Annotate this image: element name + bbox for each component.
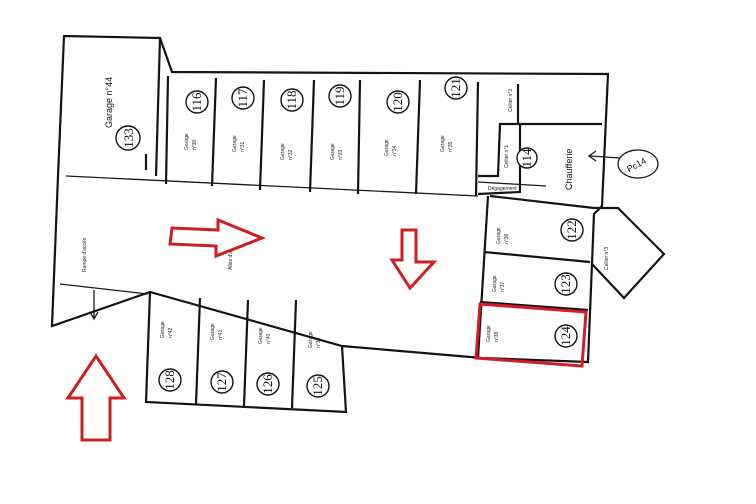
cellar-top-label: Cellier n°2 — [508, 89, 514, 112]
garage-number: 125 — [310, 376, 325, 396]
garage-number: 117 — [235, 88, 250, 108]
garage-sub: n°38 — [494, 331, 500, 342]
garage-number: 127 — [214, 372, 229, 392]
bottom-garages-row: 128 Garage n°42 127 Garage n°41 126 Gara… — [158, 297, 330, 409]
chaufferie-label: Chaufferie — [564, 149, 574, 190]
garage-120[interactable]: 120 Garage n°34 — [384, 90, 410, 156]
ramp-label: Rampe d'accès — [82, 237, 88, 272]
garage-label: Garage n°44 — [104, 77, 114, 128]
pc-marker — [617, 149, 659, 179]
garage-label: Garage — [440, 135, 446, 152]
cellar-block: Cellier n°2 114 Cellier n°1 Dégagement C… — [477, 84, 659, 196]
cellar-number: 114 — [519, 148, 534, 168]
garage-label: Garage — [160, 321, 166, 338]
garage-sub: n°41 — [218, 329, 224, 340]
garage-sub: n°32 — [288, 149, 294, 160]
garage-121[interactable]: 121 Garage n°35 — [440, 76, 468, 152]
garage-number: 128 — [162, 370, 177, 390]
garage-number: 120 — [390, 92, 405, 112]
garage-number: 123 — [558, 274, 573, 294]
garage-label: Garage — [258, 327, 264, 344]
garage-128[interactable]: 128 Garage n°42 — [158, 321, 182, 392]
garage-label: Garage — [384, 139, 390, 156]
garage-label: Garage — [210, 323, 216, 340]
arrow-down-icon — [389, 228, 438, 291]
garage-number: 118 — [284, 90, 299, 109]
garage-number: 119 — [332, 86, 347, 105]
pc-label: Pc14 — [625, 156, 648, 174]
garage-125[interactable]: 125 Garage n°39 — [306, 331, 330, 398]
top-garages-row: 116 Garage n°30 117 Garage n°31 118 Gara… — [164, 75, 480, 197]
garage-124-highlight — [474, 302, 588, 368]
garage-124[interactable]: 124 Garage n°38 — [486, 324, 578, 348]
garage-sub: n°40 — [266, 333, 272, 344]
garage-127[interactable]: 127 Garage n°41 — [210, 323, 234, 394]
garage-number: 124 — [558, 326, 573, 346]
degagement-label: Dégagement — [488, 186, 517, 192]
ramp-divider — [59, 283, 149, 295]
garage-118[interactable]: 118 Garage n°32 — [280, 88, 304, 160]
garage-label: Garage — [232, 135, 238, 152]
garage-sub: n°35 — [448, 141, 454, 152]
bottom-garages-back-wall — [144, 291, 348, 414]
garage-126[interactable]: 126 Garage n°40 — [256, 327, 280, 396]
cellar-right[interactable]: Cellier n°3 — [591, 206, 666, 300]
garage-number: 116 — [189, 92, 204, 112]
ramp-direction-arrow — [89, 290, 99, 321]
garage-label: Garage — [330, 143, 336, 160]
garage-number: 121 — [448, 78, 463, 98]
aisle-label: Allée d'accès — [228, 240, 234, 270]
garage-label: Garage — [184, 133, 190, 150]
cellar-right-label: Cellier n°3 — [604, 247, 610, 270]
garage-sub: n°31 — [240, 141, 246, 152]
cellar-label: Cellier n°1 — [504, 145, 510, 168]
garage-sub: n°39 — [316, 337, 322, 348]
pc-pointer-arrow — [587, 150, 621, 162]
garage-122[interactable]: 122 Garage n°36 — [496, 218, 584, 244]
garage-sub: n°30 — [192, 139, 198, 150]
cellar-114[interactable]: 114 Cellier n°1 — [504, 145, 538, 169]
ramp: Rampe d'accès — [82, 237, 99, 321]
garage-sub: n°36 — [504, 233, 510, 244]
corridor-edge-top — [65, 175, 479, 197]
arrow-up-icon — [65, 353, 127, 442]
garage-119[interactable]: 119 Garage n°33 — [328, 84, 352, 160]
outer-wall — [50, 34, 610, 364]
arrow-right-icon — [168, 217, 267, 259]
garage-sub: n°37 — [500, 281, 506, 292]
garage-133[interactable]: 133 Garage n°44 — [104, 37, 162, 177]
garage-sub: n°33 — [338, 149, 344, 160]
garage-116[interactable]: 116 Garage n°30 — [184, 90, 209, 150]
garage-number: 122 — [564, 220, 579, 240]
chaufferie[interactable]: Chaufferie — [564, 149, 574, 190]
garage-label: Garage — [486, 325, 492, 342]
garage-label: Garage — [280, 143, 286, 160]
right-garages-column: 122 Garage n°36 123 Garage n°37 124 Gara… — [474, 194, 595, 368]
garage-number: 126 — [260, 374, 275, 394]
garage-117[interactable]: 117 Garage n°31 — [231, 86, 255, 152]
garage-label: Garage — [492, 275, 498, 292]
cellar-top[interactable]: Cellier n°2 — [508, 89, 514, 112]
garage-number: 133 — [121, 128, 136, 148]
garage-123[interactable]: 123 Garage n°37 — [492, 272, 578, 296]
garage-label: Garage — [308, 331, 314, 348]
garage-sub: n°34 — [392, 145, 398, 156]
garage-sub: n°42 — [168, 327, 174, 338]
garage-label: Garage — [496, 227, 502, 244]
